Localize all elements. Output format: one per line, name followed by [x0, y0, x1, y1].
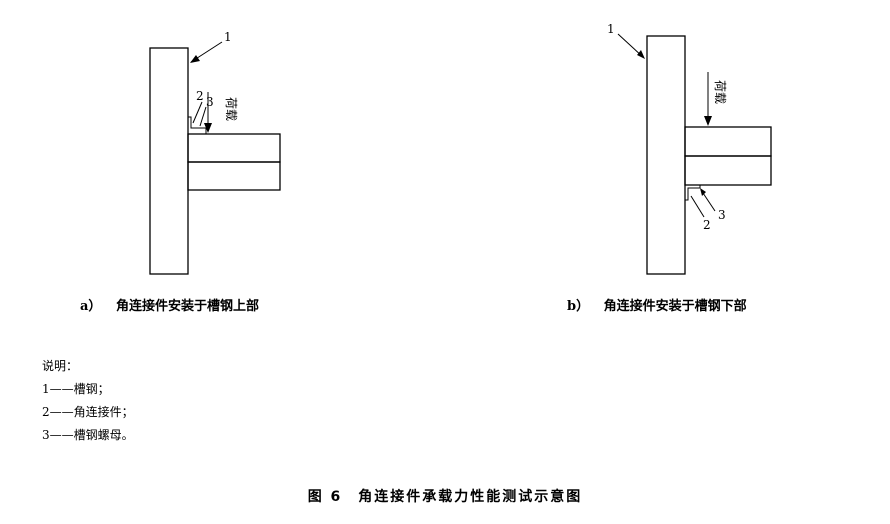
- sub-caption-b-letter: b）: [567, 299, 590, 314]
- diagram-a-channel-steel: [149, 47, 189, 275]
- diagram-b-callout-1: 1: [607, 22, 615, 36]
- diagram-a-leader-2: [192, 101, 203, 124]
- diagram-b-load-arrowhead: [704, 116, 712, 126]
- diagram-a: 荷载 1 2 3: [149, 30, 281, 275]
- legend-item: 1——槽钢；: [42, 382, 110, 396]
- sub-caption-b: b） 角连接件安装于槽钢下部: [567, 295, 747, 314]
- figure-title: 图 6 角连接件承载力性能测试示意图: [307, 489, 583, 505]
- diagram-a-beam-upper: [187, 133, 281, 163]
- diagram-a-beam-lower: [187, 161, 281, 191]
- legend-item: 3——槽钢螺母。: [42, 428, 134, 442]
- legend: 说明： 1——槽钢； 2——角连接件； 3——槽钢螺母。: [42, 355, 134, 447]
- diagram-b-angle-connector: [685, 185, 701, 201]
- diagram-a-callout-2: 2: [196, 89, 204, 103]
- diagram-b-load-label: 荷载: [713, 80, 727, 104]
- legend-item: 2——角连接件；: [42, 405, 134, 419]
- diagram-a-callout-3: 3: [206, 95, 214, 109]
- diagram-b-callout-2: 2: [703, 218, 711, 232]
- diagram-b-leader-3-arrowhead: [700, 188, 706, 196]
- sub-caption-a-letter: a）: [80, 299, 102, 314]
- test-diagrams: 荷载 1 2 3 荷载 1 2 3: [149, 22, 772, 275]
- diagram-b-leader-1-arrowhead: [637, 50, 645, 59]
- diagram-b-callout-3: 3: [718, 208, 726, 222]
- diagram-a-load-arrowhead: [204, 123, 212, 133]
- diagram-a-leader-3: [199, 106, 207, 127]
- diagram-b-beam-upper: [684, 126, 772, 157]
- sub-caption-b-text: 角连接件安装于槽钢下部: [603, 299, 747, 314]
- diagram-b-leader-2: [690, 195, 705, 218]
- diagram-a-load-label: 荷载: [224, 97, 238, 121]
- diagram-b-beam-lower: [684, 155, 772, 186]
- diagram-b-channel-steel: [646, 35, 686, 275]
- diagram-a-callout-1: 1: [224, 30, 232, 44]
- diagram-a-leader-1-arrowhead: [190, 55, 200, 63]
- diagram-b: 荷载 1 2 3: [607, 22, 772, 275]
- diagram-a-angle-connector: [188, 116, 207, 134]
- sub-caption-a-text: 角连接件安装于槽钢上部: [115, 299, 259, 314]
- sub-caption-a: a） 角连接件安装于槽钢上部: [80, 295, 259, 314]
- legend-heading: 说明：: [42, 359, 79, 373]
